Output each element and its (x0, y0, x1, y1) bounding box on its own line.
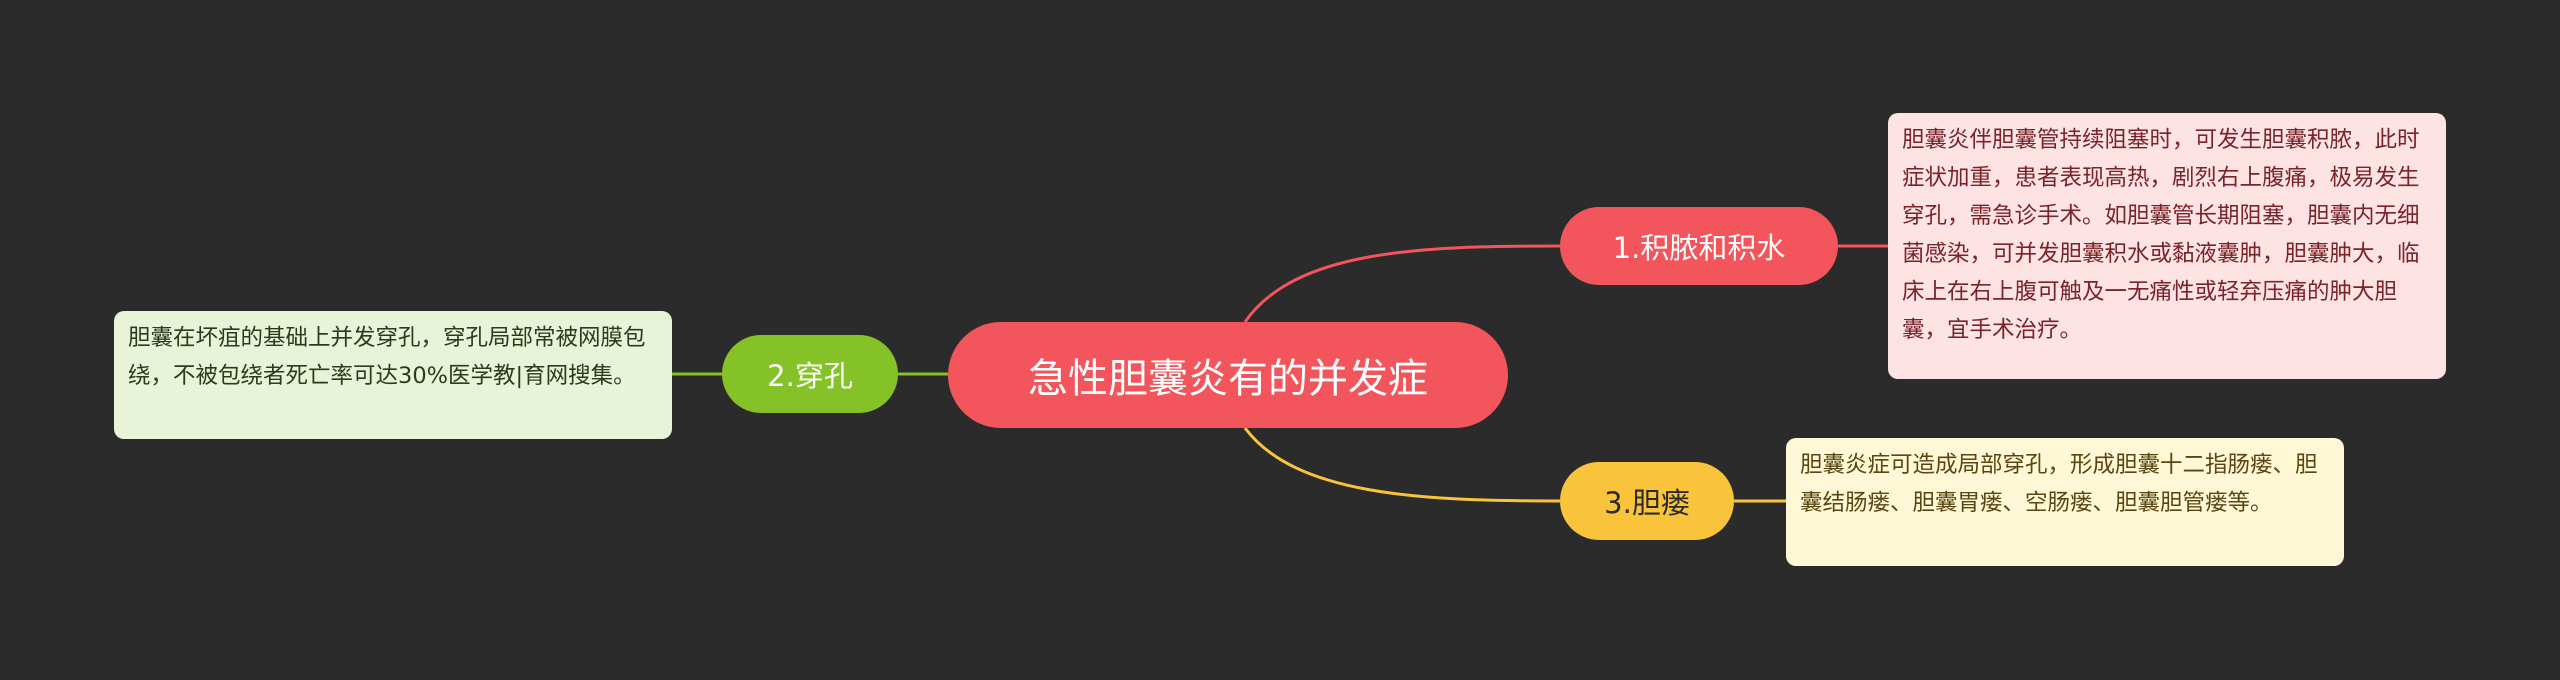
branch-1-label: 1.积脓和积水 (1612, 231, 1786, 265)
branch-node-1[interactable]: 1.积脓和积水 (1560, 207, 1838, 285)
root-title: 急性胆囊炎有的并发症 (1028, 356, 1428, 402)
note-1-text: 胆囊炎伴胆囊管持续阻塞时，可发生胆囊积脓，此时症状加重，患者表现高热，剧烈右上腹… (1902, 127, 2420, 343)
note-1[interactable]: 胆囊炎伴胆囊管持续阻塞时，可发生胆囊积脓，此时症状加重，患者表现高热，剧烈右上腹… (1888, 113, 2446, 379)
root-node[interactable]: 急性胆囊炎有的并发症 (948, 322, 1508, 428)
branch-2-label: 2.穿孔 (767, 359, 853, 393)
branch-3-label: 3.胆瘘 (1604, 486, 1690, 520)
note-3-text: 胆囊炎症可造成局部穿孔，形成胆囊十二指肠瘘、胆囊结肠瘘、胆囊胃瘘、空肠瘘、胆囊胆… (1800, 452, 2318, 516)
connector-root-branch-3 (1243, 427, 1561, 503)
connector-root-branch-1 (1243, 244, 1561, 323)
branch-node-3[interactable]: 3.胆瘘 (1560, 462, 1734, 540)
branch-node-2[interactable]: 2.穿孔 (722, 335, 898, 413)
note-2[interactable]: 胆囊在坏疽的基础上并发穿孔，穿孔局部常被网膜包绕，不被包绕者死亡率可达30%医学… (114, 311, 672, 439)
note-3[interactable]: 胆囊炎症可造成局部穿孔，形成胆囊十二指肠瘘、胆囊结肠瘘、胆囊胃瘘、空肠瘘、胆囊胆… (1786, 438, 2344, 566)
note-2-text: 胆囊在坏疽的基础上并发穿孔，穿孔局部常被网膜包绕，不被包绕者死亡率可达30%医学… (128, 325, 646, 389)
